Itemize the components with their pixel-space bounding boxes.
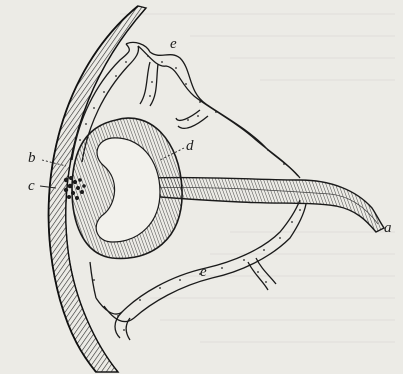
label-c: c [28, 178, 35, 194]
label-b: b [28, 150, 36, 166]
label-e-top: e [170, 36, 177, 52]
label-d: d [186, 138, 194, 154]
label-e-bottom: e [200, 264, 207, 280]
capsule-ring [72, 118, 182, 258]
label-a: a [384, 220, 392, 236]
